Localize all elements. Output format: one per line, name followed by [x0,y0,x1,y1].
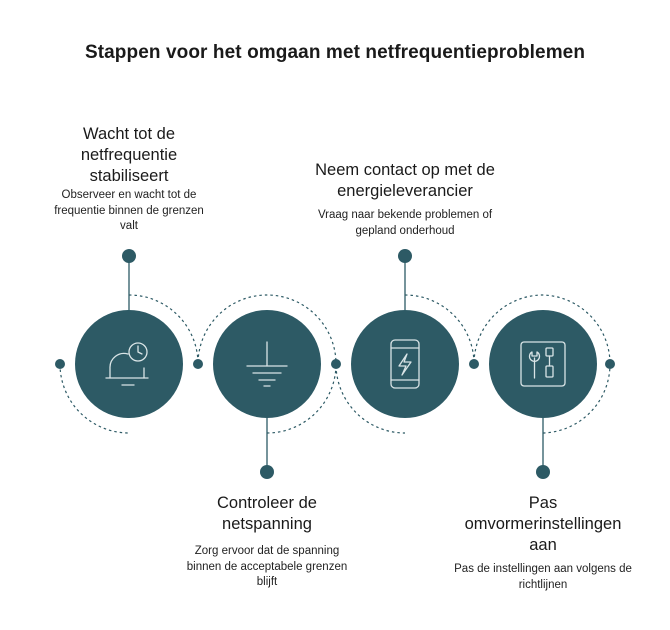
bell-clock-icon [105,342,149,386]
phone-lightning-icon [390,339,420,389]
arc-right-bottom [542,363,611,434]
arc-step2-step3-bottom [266,363,406,434]
step-circle-4 [489,310,597,418]
arc-left-bottom [59,363,130,434]
dot-junction-1 [193,359,203,369]
connector-dots [55,249,615,479]
dot-step-4 [536,465,550,479]
dot-junction-3 [469,359,479,369]
dot-right-end [605,359,615,369]
stems [128,256,544,472]
dot-junction-2 [331,359,341,369]
connector-arcs [59,294,611,434]
step-2-title: Controleer de netspanning [217,494,317,533]
step-4-title: Pas omvormerinstellingen aan [464,494,622,554]
step-3-description: Vraag naar bekende problemen of gepland … [317,209,493,237]
step-2-description: Zorg ervoor dat de spanning binnen de ac… [186,545,348,588]
step-4-description: Pas de instellingen aan volgens de richt… [454,563,632,591]
dot-step-3 [398,249,412,263]
tools-icon [520,341,566,387]
dot-left-end [55,359,65,369]
step-1-description: Observeer en wacht tot de frequentie bin… [54,189,204,232]
arc-step3-step4-top [404,294,611,365]
dot-step-2 [260,465,274,479]
ground-icon [246,341,288,387]
step-3-title: Neem contact op met de energieleverancie… [315,161,495,200]
step-circle-1 [75,310,183,418]
dot-step-1 [122,249,136,263]
step-circle-3 [351,310,459,418]
step-1-title: Wacht tot de netfrequentie stabiliseert [80,125,178,185]
page-title: Stappen voor het omgaan met netfrequenti… [84,42,586,63]
arc-step1-step2-top [128,294,337,365]
